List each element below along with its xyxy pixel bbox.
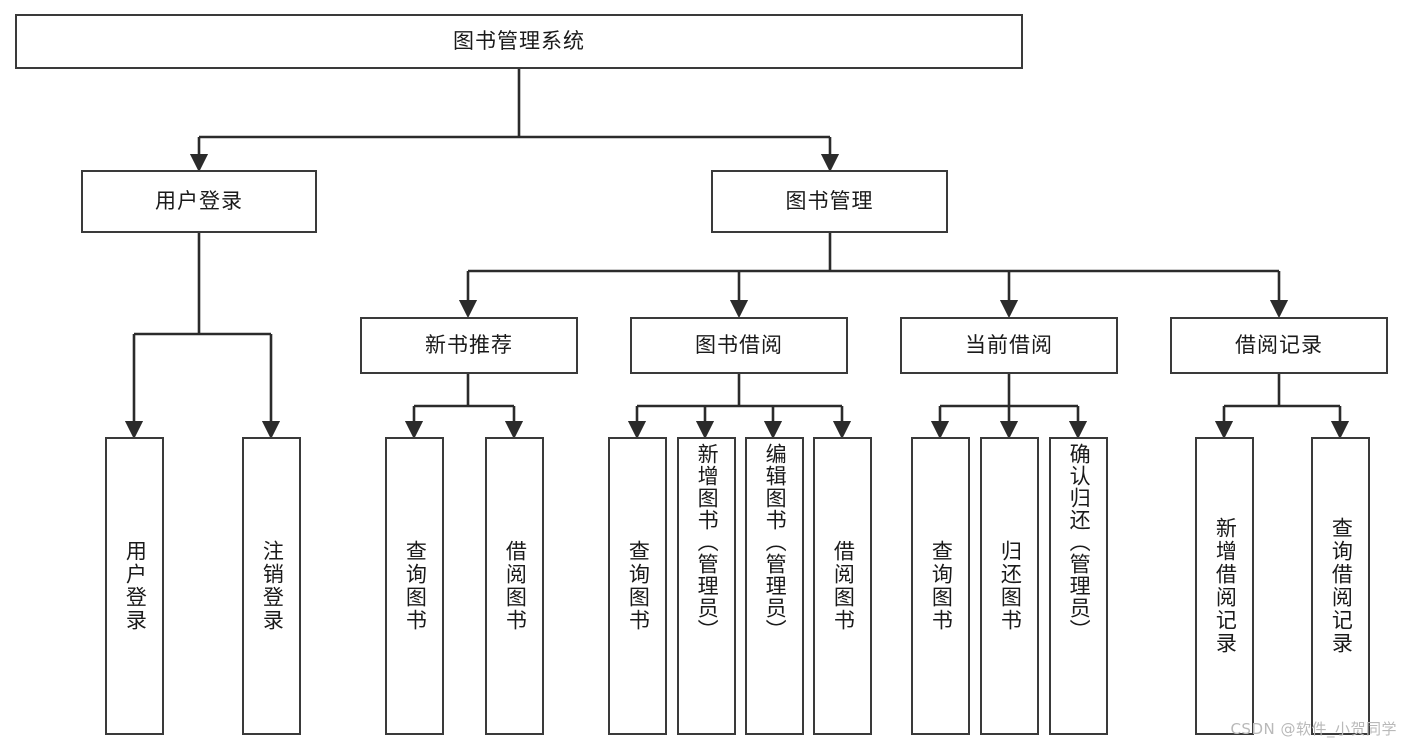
node-leaf-query-book-2-label: 查询图书 [626, 540, 651, 632]
node-root[interactable]: 图书管理系统 [15, 14, 1023, 69]
node-leaf-user-logout-label: 注销登录 [260, 540, 285, 632]
node-leaf-return-book[interactable]: 归还图书 [980, 437, 1039, 735]
node-new-book-rec-label: 新书推荐 [425, 332, 513, 357]
node-book-manage-label: 图书管理 [785, 188, 874, 213]
node-leaf-add-book-label: 新增图书（管理员） [695, 443, 720, 641]
node-new-book-rec[interactable]: 新书推荐 [360, 317, 578, 374]
node-leaf-borrow-book-1[interactable]: 借阅图书 [485, 437, 544, 735]
node-borrow-record-label: 借阅记录 [1235, 332, 1323, 357]
node-leaf-confirm-return-label: 确认归还（管理员） [1067, 443, 1092, 641]
node-root-label: 图书管理系统 [453, 28, 585, 53]
node-leaf-borrow-book-1-label: 借阅图书 [503, 540, 528, 632]
node-leaf-query-record[interactable]: 查询借阅记录 [1311, 437, 1370, 735]
node-book-manage[interactable]: 图书管理 [711, 170, 948, 233]
node-book-borrow-label: 图书借阅 [695, 332, 783, 357]
node-leaf-query-record-label: 查询借阅记录 [1329, 517, 1354, 655]
node-leaf-confirm-return[interactable]: 确认归还（管理员） [1049, 437, 1108, 735]
node-leaf-user-logout[interactable]: 注销登录 [242, 437, 301, 735]
node-leaf-borrow-book-2-label: 借阅图书 [831, 540, 856, 632]
node-leaf-edit-book[interactable]: 编辑图书（管理员） [745, 437, 804, 735]
node-leaf-borrow-book-2[interactable]: 借阅图书 [813, 437, 872, 735]
node-book-borrow[interactable]: 图书借阅 [630, 317, 848, 374]
node-leaf-edit-book-label: 编辑图书（管理员） [763, 443, 788, 641]
node-borrow-record[interactable]: 借阅记录 [1170, 317, 1388, 374]
node-leaf-query-book-2[interactable]: 查询图书 [608, 437, 667, 735]
node-current-borrow[interactable]: 当前借阅 [900, 317, 1118, 374]
node-leaf-query-book-3[interactable]: 查询图书 [911, 437, 970, 735]
node-leaf-add-book[interactable]: 新增图书（管理员） [677, 437, 736, 735]
node-user-login-label: 用户登录 [155, 188, 243, 213]
node-leaf-query-book-1-label: 查询图书 [403, 540, 428, 632]
node-user-login[interactable]: 用户登录 [81, 170, 317, 233]
node-current-borrow-label: 当前借阅 [965, 332, 1053, 357]
node-leaf-add-record-label: 新增借阅记录 [1213, 517, 1238, 655]
node-leaf-query-book-1[interactable]: 查询图书 [385, 437, 444, 735]
csdn-watermark: CSDN @软件_小贺同学 [1230, 720, 1397, 738]
node-leaf-return-book-label: 归还图书 [998, 540, 1023, 632]
node-leaf-query-book-3-label: 查询图书 [929, 540, 954, 632]
node-leaf-user-login[interactable]: 用户登录 [105, 437, 164, 735]
node-leaf-user-login-label: 用户登录 [123, 540, 148, 632]
node-leaf-add-record[interactable]: 新增借阅记录 [1195, 437, 1254, 735]
